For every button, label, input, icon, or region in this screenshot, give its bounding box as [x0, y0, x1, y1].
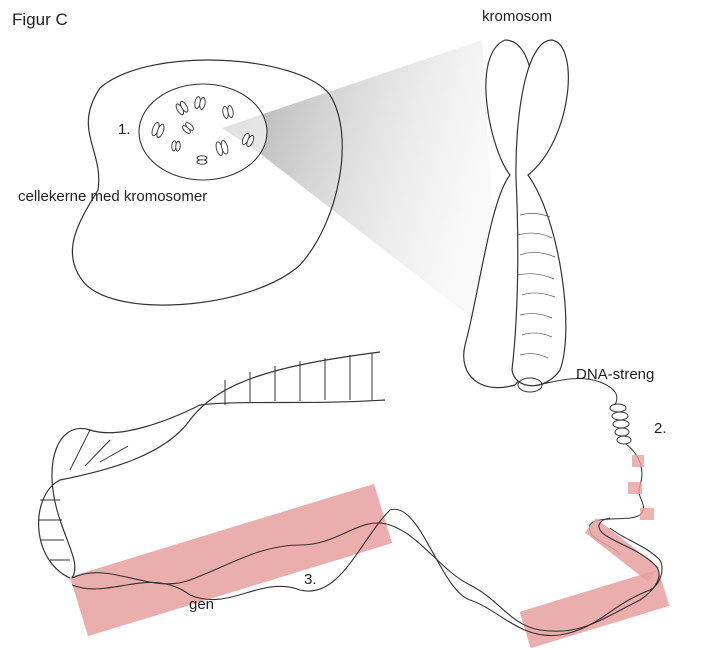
chromosome-label: kromosom: [482, 8, 552, 25]
nucleus-label: cellekerne med kromosomer: [18, 188, 207, 205]
nucleus-number-label: 1.: [118, 121, 131, 138]
gene-highlight-main: [70, 484, 392, 636]
gene-number-label: 3.: [304, 571, 317, 588]
figure-title: Figur C: [12, 10, 68, 30]
gene-label: gen: [189, 596, 214, 613]
coil-highlights: [628, 455, 654, 520]
dna-number-label: 2.: [654, 420, 667, 437]
dna-strand-label: DNA-streng: [576, 366, 654, 383]
zoom-cone: [222, 40, 500, 340]
dna-highlight-lower: [520, 569, 670, 648]
